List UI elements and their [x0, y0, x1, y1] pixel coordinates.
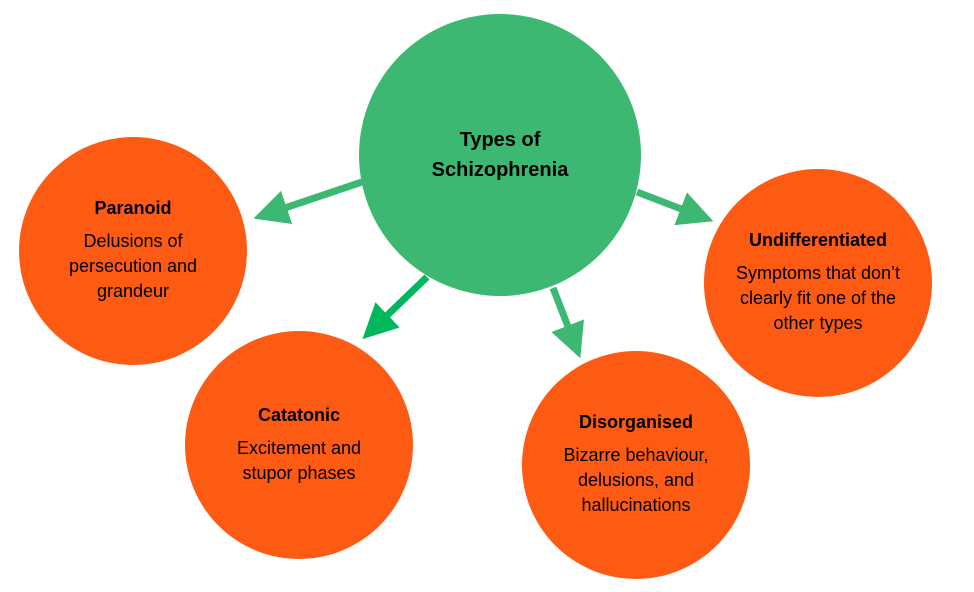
arrow-to-disorganised [549, 286, 584, 359]
arrow-to-catatonic [362, 274, 430, 340]
node-catatonic: Catatonic Excitement and stupor phases [185, 331, 413, 559]
node-paranoid: Paranoid Delusions of persecution and gr… [19, 137, 247, 365]
center-node: Types of Schizophrenia [359, 14, 641, 296]
node-title: Paranoid [94, 198, 172, 218]
node-undifferentiated: Undifferentiated Symptoms that don’t cle… [704, 169, 932, 397]
node-description: Bizarre behaviour, delusions, and halluc… [563, 445, 709, 515]
node-title: Undifferentiated [748, 230, 887, 250]
center-title-line1: Types of [459, 129, 541, 151]
node-title: Catatonic [257, 404, 340, 425]
node-description: Excitement and stupor phases [236, 437, 362, 483]
center-title-line2: Schizophrenia [431, 159, 569, 181]
node-disorganised: Disorganised Bizarre behaviour, delusion… [522, 351, 750, 579]
arrow-to-undifferentiated [635, 188, 714, 226]
node-description: Delusions of persecution and grandeur [68, 231, 198, 301]
arrow-to-paranoid [253, 178, 364, 224]
node-description: Symptoms that don’t clearly fit one of t… [735, 263, 901, 333]
node-title: Disorganised [578, 412, 694, 432]
